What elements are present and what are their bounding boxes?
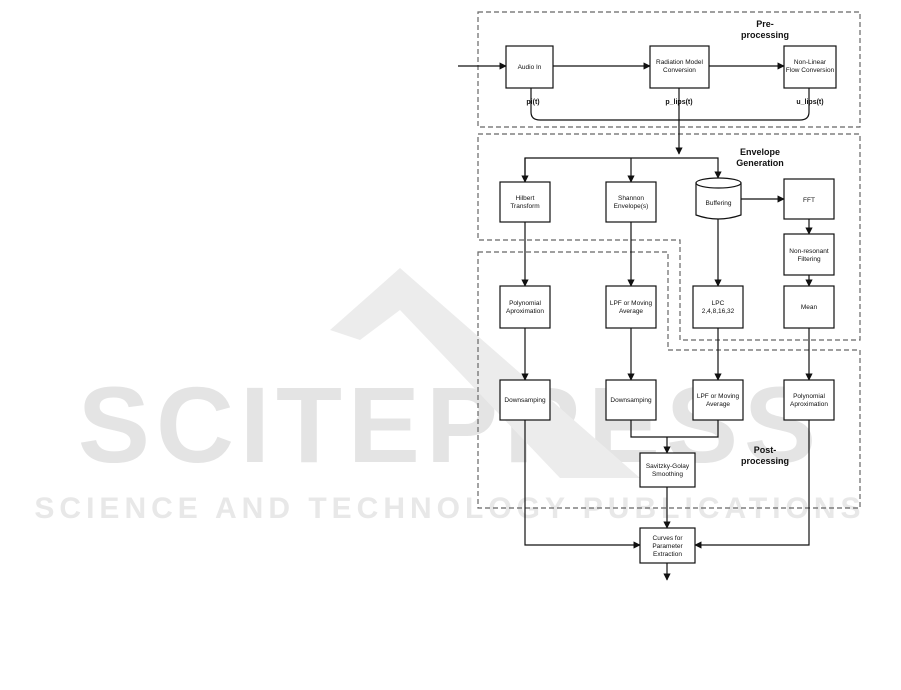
lpc-box — [692, 285, 744, 329]
down1-label: Downsamping — [504, 397, 546, 404]
down2-to-savgol — [630, 420, 667, 438]
down1-to-curves — [524, 420, 641, 549]
envelope-label-line2: Generation — [736, 158, 784, 168]
envelope-region — [477, 133, 861, 341]
distribution-bus — [524, 157, 722, 182]
savgol-label-line1: Savitzky-Golay — [646, 463, 690, 470]
preprocessing-region — [477, 11, 861, 128]
signal-bus — [530, 111, 810, 121]
signal-ulips-label: u_lips(t) — [796, 99, 823, 106]
hilbert-label-line2: Transform — [510, 203, 539, 210]
fft-box — [783, 178, 835, 220]
hilbert-label-line1: Hilbert — [516, 195, 535, 202]
box-labels: Audio In Radiation Model Conversion Non-… — [504, 59, 834, 558]
buffering-cylinder — [695, 183, 742, 220]
curves-label-line2: Parameter — [652, 543, 683, 550]
signal-labels: pi(t) p_lips(t) u_lips(t) — [526, 99, 823, 106]
mean-box — [783, 285, 835, 329]
nonresonant-label-line1: Non-resonant — [789, 248, 829, 255]
shannon-envelope-box — [605, 181, 657, 223]
lpf-moving-average-box-2 — [692, 379, 744, 421]
savgol-label-line2: Smoothing — [652, 471, 683, 478]
envelope-label-line1: Envelope — [740, 147, 780, 157]
audio-in-box — [505, 45, 554, 89]
lpf-moving-average-box-1 — [605, 285, 657, 329]
postprocessing-region — [477, 251, 861, 509]
lpc-label-line1: LPC — [712, 300, 725, 307]
preprocessing-label-line2: processing — [741, 30, 789, 40]
nonresonant-filtering-box — [783, 233, 835, 276]
signal-plips-label: p_lips(t) — [665, 99, 692, 106]
curves-extraction-box — [639, 527, 696, 564]
signal-pi-label: pi(t) — [526, 99, 539, 106]
watermark-tagline: SCIENCE AND TECHNOLOGY PUBLICATIONS — [34, 492, 865, 525]
down2-label: Downsamping — [610, 397, 652, 404]
poly1-label-line2: Aproximation — [506, 308, 544, 315]
nonlinear-label-line2: Flow Conversion — [786, 67, 835, 74]
process-boxes — [499, 45, 837, 564]
section-regions — [477, 11, 861, 509]
fft-label: FFT — [803, 197, 815, 204]
lpf2-to-savgol — [667, 420, 719, 438]
lpf1-label-line2: Average — [619, 308, 643, 315]
audio-in-label: Audio In — [518, 64, 542, 71]
buffering-label: Buffering — [706, 200, 732, 207]
curves-label-line1: Curves for — [653, 535, 684, 542]
poly2-label-line1: Polynomial — [793, 393, 825, 400]
savitzky-golay-box — [639, 452, 696, 488]
watermark-swoosh — [330, 268, 640, 478]
mean-label: Mean — [801, 304, 818, 311]
downsampling-box-1 — [499, 379, 551, 421]
poly2-label-line2: Aproximation — [790, 401, 828, 408]
poly2-to-curves — [694, 420, 810, 549]
radiation-model-box — [649, 45, 710, 89]
radiation-label-line2: Conversion — [663, 67, 696, 74]
buffering-cylinder-top — [695, 177, 742, 189]
polynomial-approx-box-2 — [783, 379, 835, 421]
downsampling-box-2 — [605, 379, 657, 421]
lpf2-label-line1: LPF or Moving — [697, 393, 740, 400]
shannon-label-line1: Shannon — [618, 195, 644, 202]
postprocessing-label-line2: processing — [741, 456, 789, 466]
curves-label-line3: Extraction — [653, 551, 682, 558]
shannon-label-line2: Envelope(s) — [614, 203, 649, 210]
connectors — [458, 62, 813, 581]
hilbert-transform-box — [499, 181, 551, 223]
postprocessing-label-line1: Post- — [754, 445, 777, 455]
nonlinear-label-line1: Non-Linear — [794, 59, 827, 66]
nonlinear-flow-box — [783, 45, 837, 89]
polynomial-approx-box-1 — [499, 285, 551, 329]
preprocessing-label-line1: Pre- — [756, 19, 774, 29]
radiation-label-line1: Radiation Model — [656, 59, 704, 66]
lpc-label-line2: 2,4,8,16,32 — [702, 308, 735, 315]
lpf2-label-line2: Average — [706, 401, 730, 408]
poly1-label-line1: Polynomial — [509, 300, 541, 307]
lpf1-label-line1: LPF or Moving — [610, 300, 653, 307]
nonresonant-label-line2: Filtering — [797, 256, 821, 263]
section-labels: Pre- processing Envelope Generation Post… — [736, 19, 789, 466]
